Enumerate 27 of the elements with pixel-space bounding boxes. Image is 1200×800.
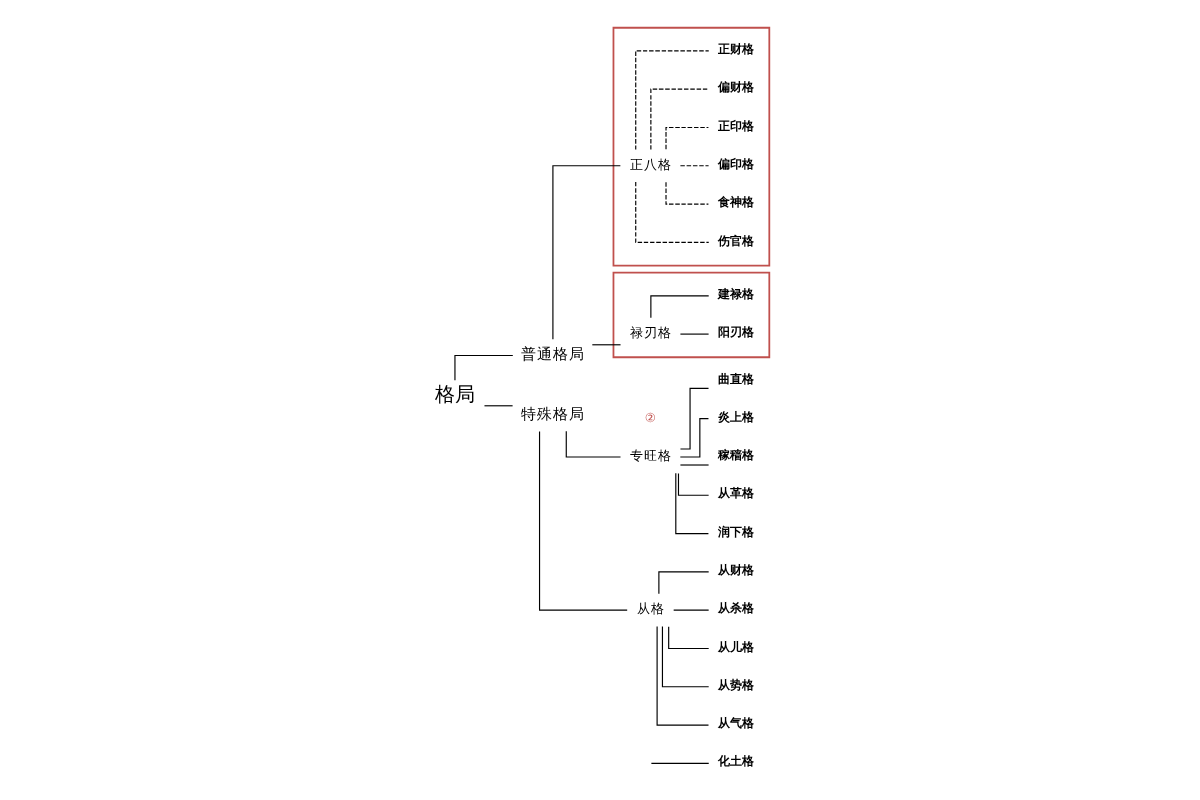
connector xyxy=(678,165,709,167)
connector xyxy=(655,625,709,726)
connector xyxy=(649,762,709,764)
connector xyxy=(667,626,709,650)
connector xyxy=(664,181,708,205)
connector xyxy=(537,430,627,611)
connector xyxy=(453,354,513,381)
cluster xyxy=(611,26,770,267)
connector xyxy=(678,333,709,335)
connector xyxy=(649,295,709,319)
connector xyxy=(678,387,709,450)
connector xyxy=(634,50,709,151)
connector xyxy=(649,88,709,151)
connector xyxy=(564,430,621,458)
connector xyxy=(672,609,709,611)
connector xyxy=(551,165,620,340)
connector xyxy=(678,418,709,458)
node-text: 格局 xyxy=(434,385,475,408)
connector xyxy=(660,625,709,688)
connector xyxy=(664,126,708,150)
connector xyxy=(676,472,709,496)
connector xyxy=(634,181,709,243)
connector xyxy=(674,472,709,535)
connector xyxy=(657,571,709,595)
cluster xyxy=(611,271,770,359)
connector xyxy=(482,405,513,407)
connector xyxy=(590,344,621,346)
